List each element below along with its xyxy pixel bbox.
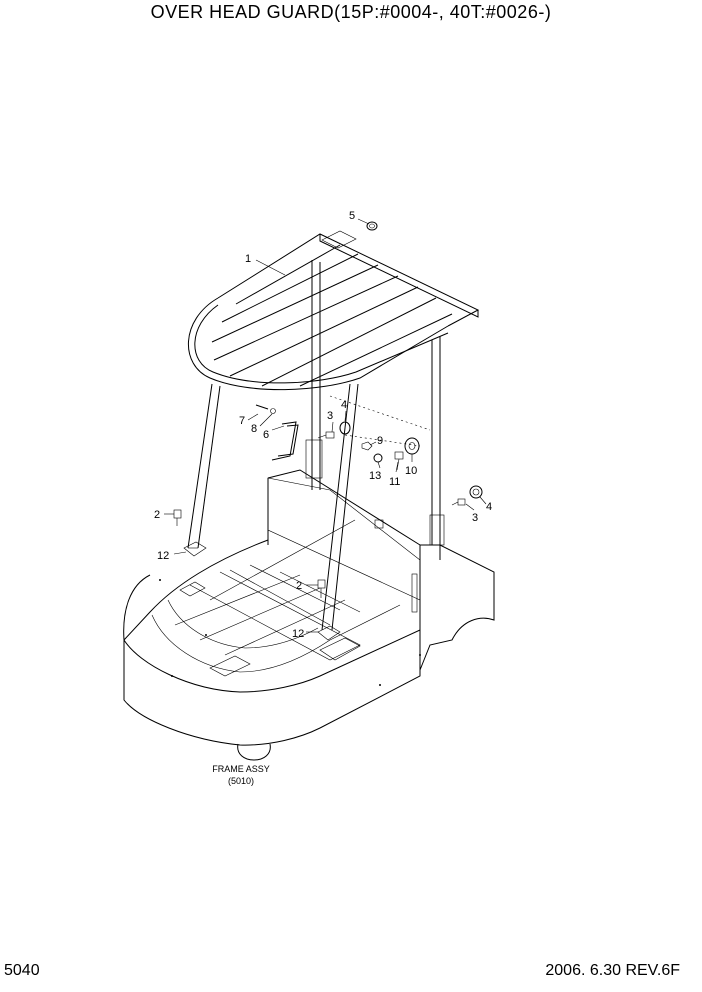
bracket-part-12-left [183,541,207,557]
page-number: 5040 [4,962,40,979]
callout-4-top: 4 [341,399,347,411]
callout-10: 10 [405,465,417,477]
revision-date: 2006. 6.30 REV.6F [545,962,680,979]
bolt-part-2-center [317,579,326,598]
cap-part-5 [366,221,378,231]
callout-1: 1 [245,253,251,265]
washer-part-13 [373,453,383,463]
callout-7: 7 [239,415,245,427]
callout-3-top: 3 [327,410,333,422]
callout-2-center: 2 [296,580,302,592]
callout-12-left: 12 [157,550,169,562]
bolt-part-7 [255,404,276,414]
overhead-guard-frame [187,230,480,631]
callout-8: 8 [251,423,257,435]
truck-frame [123,469,495,761]
cap-part-4-top [339,421,351,435]
bolt-part-2-left [173,509,182,526]
callout-5: 5 [349,210,355,222]
page-title: OVER HEAD GUARD(15P:#0004-, 40T:#0026-) [150,2,552,22]
bracket-part-12-center [317,625,341,641]
bolt-part-3-top [317,431,335,439]
callout-11: 11 [389,476,400,488]
bolt-part-11 [394,451,404,471]
frame-assy-ref: (5010) [228,776,254,786]
callout-12-center: 12 [292,628,304,640]
grab-handle-part-6 [271,421,299,461]
callout-3-right: 3 [472,512,478,524]
callout-2-left: 2 [154,509,160,521]
callout-9: 9 [377,435,383,447]
bushing-part-10 [404,437,420,455]
callout-4-right: 4 [486,501,492,513]
callouts: 1 5 4 3 7 8 6 9 10 13 11 4 3 2 12 2 12 F… [154,210,492,786]
nut-part-9 [361,441,373,451]
frame-assy-label: FRAME ASSY [212,764,270,774]
callout-6: 6 [263,429,269,441]
bolt-part-3-right [451,498,466,506]
leader-lines [164,218,487,633]
callout-13: 13 [369,470,381,482]
cap-part-4-right [469,485,483,499]
